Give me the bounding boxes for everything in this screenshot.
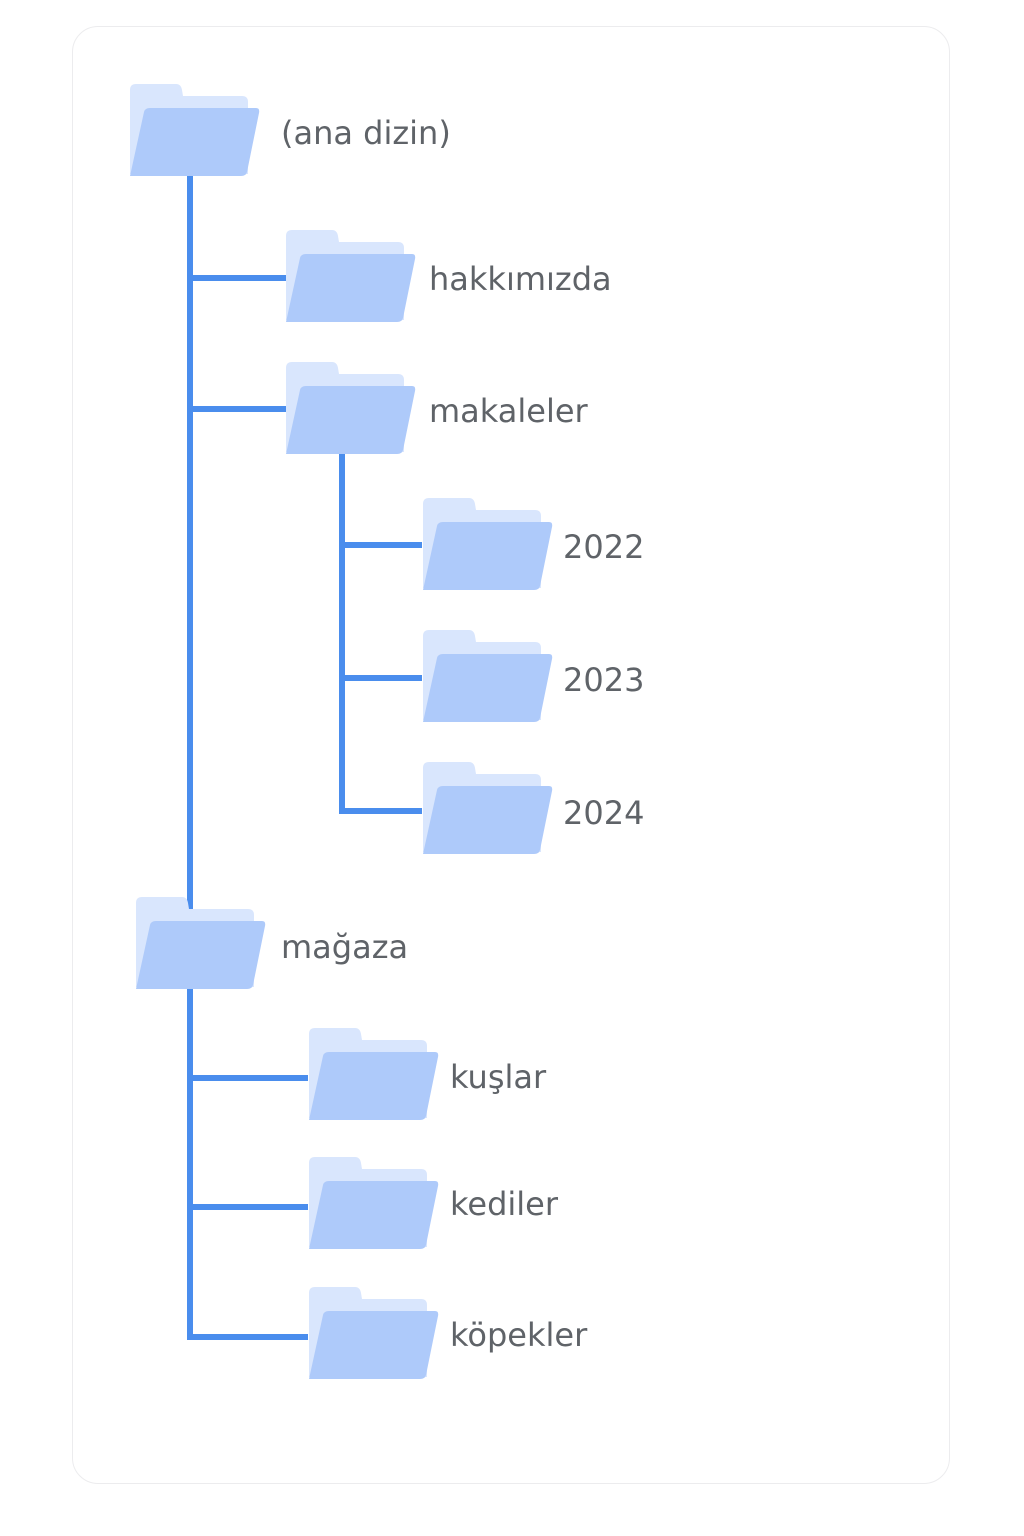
folder-label-root[interactable]: (ana dizin)	[281, 114, 451, 152]
folder-label-dogs[interactable]: köpekler	[450, 1316, 588, 1354]
folder-icon[interactable]	[128, 82, 260, 178]
folder-icon[interactable]	[134, 895, 266, 991]
folder-icon[interactable]	[284, 360, 416, 456]
folder-label-articles[interactable]: makaleler	[429, 392, 588, 430]
store-trunk-connector	[187, 986, 308, 1340]
folder-icon[interactable]	[307, 1026, 439, 1122]
folder-label-store[interactable]: mağaza	[281, 928, 409, 966]
folder-icon[interactable]	[307, 1285, 439, 1381]
tree-card	[72, 26, 950, 1484]
articles-trunk-connector	[339, 450, 422, 814]
folder-label-2024[interactable]: 2024	[563, 794, 645, 832]
folder-label-2022[interactable]: 2022	[563, 528, 645, 566]
folder-icon[interactable]	[421, 628, 553, 724]
folder-label-cats[interactable]: kediler	[450, 1185, 559, 1223]
folder-icon[interactable]	[421, 496, 553, 592]
folder-label-birds[interactable]: kuşlar	[450, 1058, 547, 1096]
folder-icon[interactable]	[284, 228, 416, 324]
folder-icon[interactable]	[421, 760, 553, 856]
folder-icon[interactable]	[307, 1155, 439, 1251]
folder-label-2023[interactable]: 2023	[563, 661, 645, 699]
folder-label-about[interactable]: hakkımızda	[429, 260, 612, 298]
